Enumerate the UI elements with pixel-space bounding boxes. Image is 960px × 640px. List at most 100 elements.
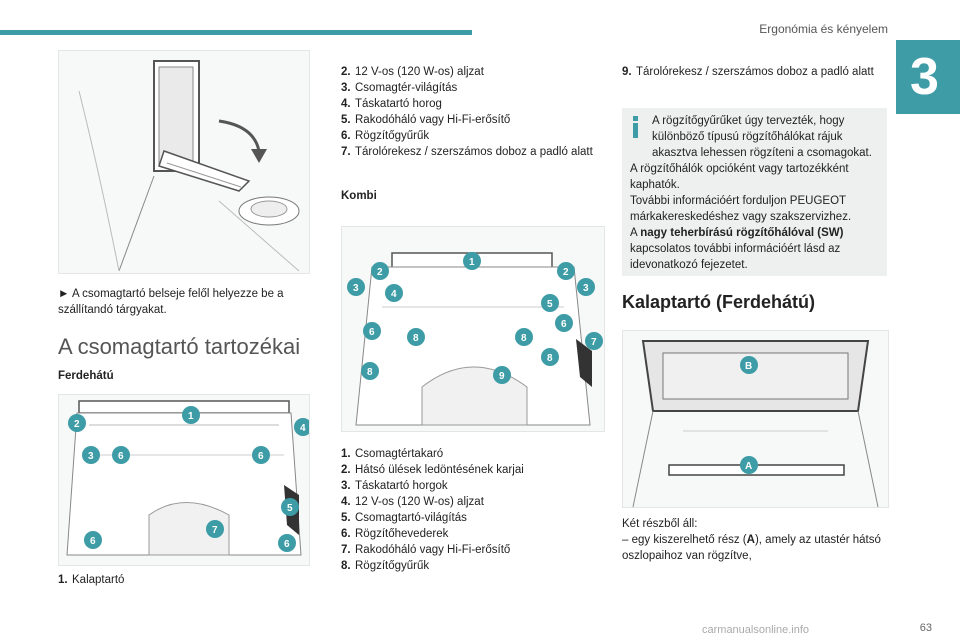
estate-legend: 1. Csomagtértakaró 2.Hátsó ülések ledönté… (341, 446, 601, 574)
callout-3b (577, 278, 595, 296)
callout-4 (294, 418, 309, 436)
callout-6b (555, 314, 573, 332)
item-number: 4. (341, 496, 351, 508)
parcel-shelf-heading: Kalaptartó (Ferdehátú) (622, 292, 816, 312)
item-text: Táskatartó horgok (355, 480, 448, 492)
item-text: Táskatartó horog (355, 98, 442, 110)
list-item: 6.Rögzítőgyűrűk (341, 128, 601, 144)
callout-8a (407, 328, 425, 346)
callout-1-label: 1 (188, 411, 194, 422)
item-number: 6. (341, 528, 351, 540)
item-number: 9. (622, 66, 632, 78)
callout-a (740, 456, 758, 474)
item-number: 1. (58, 574, 68, 586)
list-item: 4.Táskatartó horog (341, 96, 601, 112)
list-item: 2.Hátsó ülések ledöntésének karjai (341, 462, 601, 478)
list-item: 1. Kalaptartó (58, 572, 308, 588)
callout-7 (585, 332, 603, 350)
callout-4-label: 4 (300, 423, 306, 434)
info-line-4-bold: nagy teherbírású rögzítőhálóval (SW) (640, 227, 844, 239)
info-line-3: További információért forduljon PEUGEOT … (630, 195, 852, 223)
estate-trunk-diagram: 1 2 2 3 3 4 5 6 6 7 8 8 8 8 9 (341, 226, 605, 432)
callout-9 (493, 366, 511, 384)
item-text: Rögzítőgyűrűk (355, 560, 430, 572)
list-item: 3. Táskatartó horgok (341, 478, 601, 494)
item-text: Rögzítőhevederek (355, 528, 449, 540)
info-line-4-post: kapcsolatos további információért lásd a… (630, 243, 841, 271)
parcel-shelf-description: Két részből áll: – egy kiszerelhető rész… (622, 516, 887, 564)
item-text: Tárolórekesz / szerszámos doboz a padló … (355, 146, 593, 158)
callout-3a (347, 278, 365, 296)
callout-6a (363, 322, 381, 340)
info-box: A rögzítőgyűrűket úgy tervezték, hogy kü… (622, 108, 887, 276)
list-item: 3. Csomagtér-világítás (341, 80, 601, 96)
item-number: 2. (341, 464, 351, 476)
callout-9-label: 9 (499, 371, 505, 382)
info-icon (633, 116, 638, 138)
item-number: 3. (341, 480, 351, 492)
info-text: A rögzítőgyűrűket úgy tervezték, hogy kü… (630, 113, 880, 273)
item-text: Tárolórekesz / szerszámos doboz a padló … (636, 66, 874, 78)
list-item: 5.Csomagtartó-világítás (341, 510, 601, 526)
estate-subheading: Kombi (341, 190, 377, 202)
callout-1-label: 1 (469, 257, 475, 268)
item-text: Kalaptartó (72, 574, 125, 586)
callout-6d (278, 534, 296, 552)
info-line-4: A nagy teherbírású rögzítőhálóval (SW) k… (630, 225, 880, 273)
list-item: 4. 12 V-os (120 W-os) aljzat (341, 494, 601, 510)
item-number: 3. (341, 82, 351, 94)
callout-6c (84, 531, 102, 549)
callout-8d (541, 348, 559, 366)
callout-2b-label: 2 (563, 267, 569, 278)
item-number: 8. (341, 560, 351, 572)
callout-1 (463, 252, 481, 270)
callout-6a-label: 6 (118, 451, 124, 462)
callout-5 (281, 498, 299, 516)
item-text: Rögzítőgyűrűk (355, 130, 430, 142)
callout-8b-label: 8 (521, 333, 527, 344)
callout-8d-label: 8 (547, 353, 553, 364)
trunk-floor-illustration (58, 50, 310, 274)
description-item-bold: A (746, 534, 755, 546)
estate-legend-continued: 9. Tárolórekesz / szerszámos doboz a padl… (622, 64, 887, 80)
item-text: Csomagtértakaró (355, 448, 444, 460)
callout-5 (541, 294, 559, 312)
callout-2a-label: 2 (377, 267, 383, 278)
callout-8b (515, 328, 533, 346)
item-number: 1. (341, 448, 351, 460)
callout-4-label: 4 (391, 289, 397, 300)
trunk-accessories-heading: A csomagtartó tartozékai (58, 334, 301, 359)
list-item: 1. Csomagtértakaró (341, 446, 601, 462)
callout-3a-label: 3 (353, 283, 359, 294)
callout-6b-label: 6 (258, 451, 264, 462)
callout-2a (371, 262, 389, 280)
callout-6a-label: 6 (369, 327, 375, 338)
description-item-pre: – egy kiszerelhető rész ( (622, 534, 747, 546)
callout-b (740, 356, 758, 374)
info-line-1: A rögzítőgyűrűket úgy tervezték, hogy kü… (652, 115, 872, 159)
list-item: 6. Rögzítőhevederek (341, 526, 601, 542)
callout-a-label: A (745, 461, 752, 472)
callout-b-label: B (745, 361, 752, 372)
callout-1 (182, 406, 200, 424)
callout-6d-label: 6 (284, 539, 290, 550)
item-text: Csomagtér-világítás (355, 82, 458, 94)
chapter-number: 3 (910, 48, 939, 106)
callout-2 (68, 414, 86, 432)
item-text: Rakodóháló vagy Hi-Fi-erősítő (355, 114, 511, 126)
callout-4 (385, 284, 403, 302)
parcel-shelf-illustration: B A (622, 330, 889, 508)
item-text: Rakodóháló vagy Hi-Fi-erősítő (355, 544, 511, 556)
callout-6b (252, 446, 270, 464)
item-text: 12 V-os (120 W-os) aljzat (355, 496, 484, 508)
callout-3b-label: 3 (583, 283, 589, 294)
callout-8a-label: 8 (413, 333, 419, 344)
callout-6c-label: 6 (90, 536, 96, 547)
chapter-tab: 3 (896, 40, 960, 114)
callout-2b (557, 262, 575, 280)
description-item-post: ), amely az utastér hátsó oszlopaihoz va… (622, 534, 881, 562)
list-item: 7.Rakodóháló vagy Hi-Fi-erősítő (341, 542, 601, 558)
item-text: Csomagtartó-világítás (355, 512, 467, 524)
page-number: 63 (919, 622, 932, 634)
hatchback-legend: 1. Kalaptartó (58, 572, 308, 588)
